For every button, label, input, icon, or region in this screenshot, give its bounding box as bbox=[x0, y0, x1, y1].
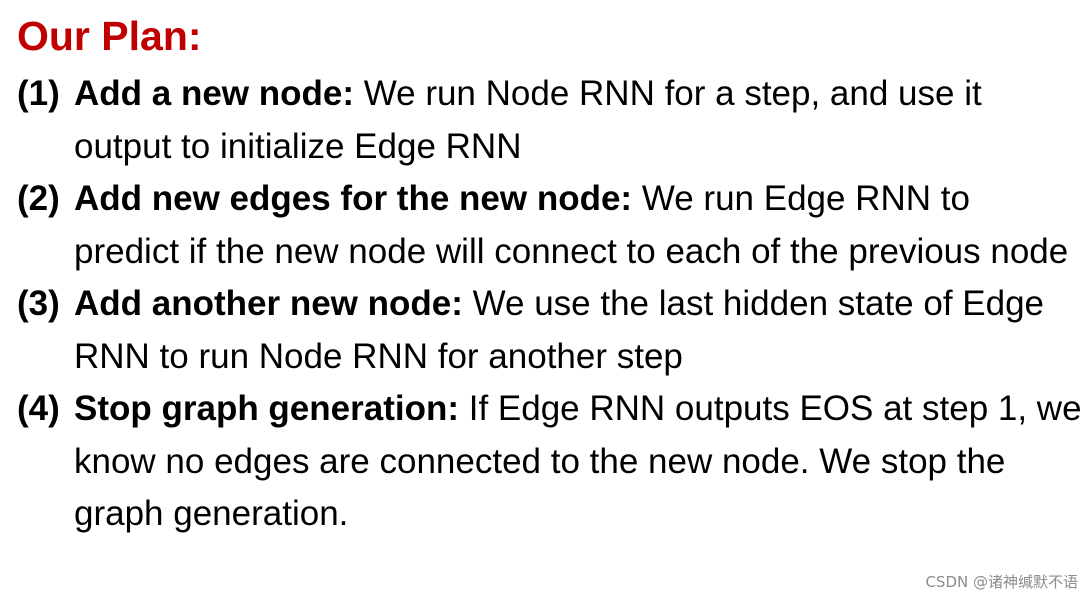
list-item: (1) Add a new node: We run Node RNN for … bbox=[17, 68, 1083, 173]
item-text: If Edge RNN outputs EOS at step 1, we kn… bbox=[74, 389, 1082, 533]
item-text: We run Node RNN for a step, and use it o… bbox=[74, 74, 982, 166]
watermark: CSDN @诸神缄默不语 bbox=[925, 573, 1078, 591]
item-lead: Add new edges for the new node: bbox=[74, 179, 633, 218]
item-number: (3) bbox=[17, 284, 60, 323]
list-item: (3) Add another new node: We use the las… bbox=[17, 278, 1083, 383]
item-number: (2) bbox=[17, 179, 60, 218]
item-number: (4) bbox=[17, 389, 60, 428]
item-body: Add new edges for the new node: We run E… bbox=[74, 173, 1083, 278]
item-lead: Stop graph generation: bbox=[74, 389, 459, 428]
item-body: Stop graph generation: If Edge RNN outpu… bbox=[74, 383, 1083, 541]
item-text: We use the last hidden state of Edge RNN… bbox=[74, 284, 1045, 376]
item-body: Add another new node: We use the last hi… bbox=[74, 278, 1083, 383]
item-lead: Add another new node: bbox=[74, 284, 463, 323]
item-lead: Add a new node: bbox=[74, 74, 354, 113]
item-body: Add a new node: We run Node RNN for a st… bbox=[74, 68, 1083, 173]
page-title: Our Plan: bbox=[17, 13, 202, 59]
item-text: We run Edge RNN to predict if the new no… bbox=[74, 179, 1069, 271]
list-item: (4) Stop graph generation: If Edge RNN o… bbox=[17, 383, 1083, 541]
plan-list: (1) Add a new node: We run Node RNN for … bbox=[17, 68, 1083, 541]
item-number: (1) bbox=[17, 74, 60, 113]
list-item: (2) Add new edges for the new node: We r… bbox=[17, 173, 1083, 278]
